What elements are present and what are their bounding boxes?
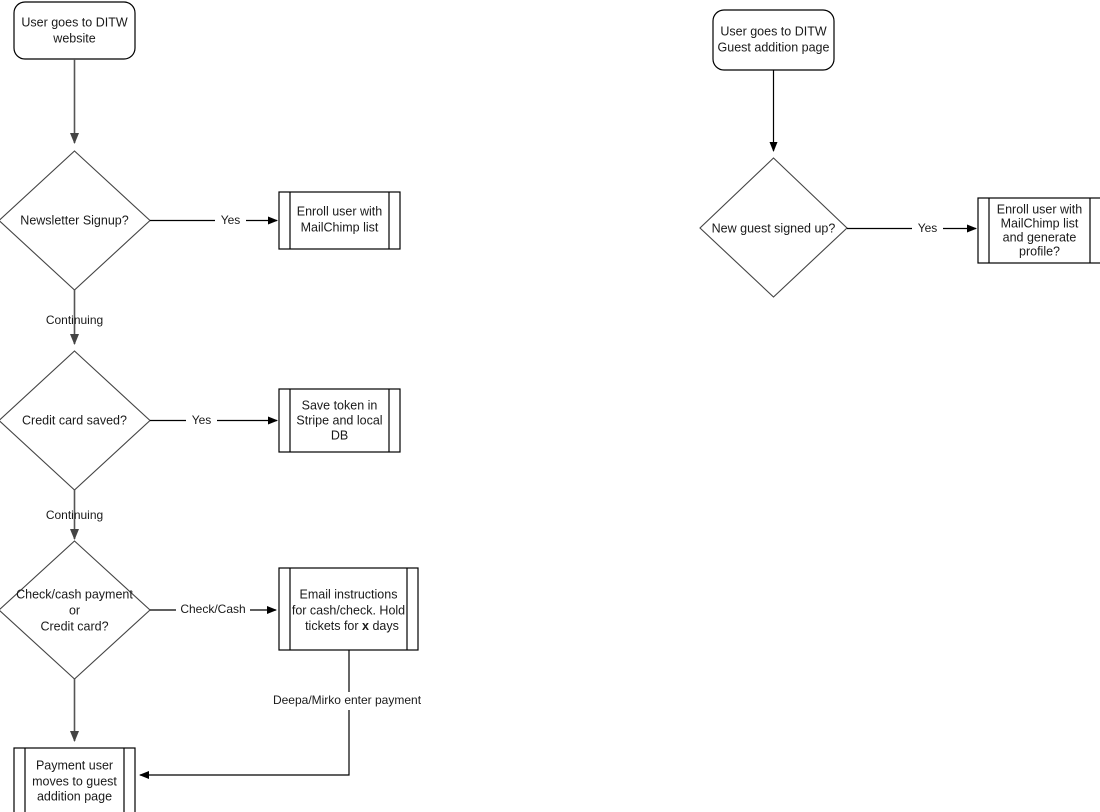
credit-card-yes-label: Yes <box>192 413 212 427</box>
start-website-line-1: User goes to DITW <box>21 15 127 29</box>
enroll-guest-mailchimp-line-4: profile? <box>1019 244 1060 258</box>
payment-user-moves-shape <box>13 747 136 812</box>
edge-deepa-mirko <box>139 650 350 779</box>
deepa-mirko-label-bg <box>268 692 427 710</box>
credit-card-continuing-label: Continuing <box>46 508 103 522</box>
email-instructions-line-3-post: days <box>369 619 399 633</box>
enroll-guest-mailchimp-line-2: MailChimp list <box>1001 216 1079 230</box>
enroll-mailchimp-line-1: Enroll user with <box>297 204 382 218</box>
payment-check-cash-label: Check/Cash <box>180 602 245 616</box>
newsletter-decision-label: Newsletter Signup? <box>20 213 128 227</box>
credit-card-decision-label: Credit card saved? <box>22 413 127 427</box>
deepa-mirko-label: Deepa/Mirko enter payment <box>273 693 422 707</box>
email-instructions-line-2: for cash/check. Hold <box>292 603 405 617</box>
email-instructions-hold-days-variable: x <box>362 619 369 633</box>
start-website-line-2: website <box>52 31 95 45</box>
enroll-guest-mailchimp-line-1: Enroll user with <box>997 202 1082 216</box>
enroll-mailchimp-line-2: MailChimp list <box>301 220 379 234</box>
enroll-guest-mailchimp-line-3: and generate <box>1003 230 1077 244</box>
enroll-guest-mailchimp-shape <box>977 197 1100 264</box>
enroll-mailchimp-shape <box>278 191 401 250</box>
node-enroll-guest-mailchimp[interactable]: Enroll user with MailChimp list and gene… <box>977 197 1100 264</box>
node-new-guest-decision[interactable]: New guest signed up? <box>699 157 848 298</box>
newsletter-yes-label: Yes <box>221 213 241 227</box>
start-guest-page-line-2: Guest addition page <box>718 40 830 54</box>
payment-user-moves-line-2: moves to guest <box>32 774 117 788</box>
node-payment-method-decision[interactable]: Check/cash payment or Credit card? <box>0 540 151 680</box>
payment-check-cash-label-bg <box>176 601 250 618</box>
node-email-instructions[interactable]: Email instructions for cash/check. Hold … <box>274 567 423 651</box>
payment-method-line-3: Credit card? <box>40 619 108 633</box>
node-credit-card-decision[interactable]: Credit card saved? <box>0 350 151 491</box>
email-instructions-line-3-pre: tickets for <box>305 619 362 633</box>
save-token-line-1: Save token in <box>302 398 378 412</box>
newsletter-yes-label-bg <box>215 212 246 229</box>
save-token-shape <box>278 388 401 453</box>
node-start-website[interactable]: User goes to DITW website <box>13 1 136 60</box>
new-guest-yes-label: Yes <box>918 221 938 235</box>
start-guest-page-line-1: User goes to DITW <box>720 24 826 38</box>
new-guest-decision-label: New guest signed up? <box>712 221 836 235</box>
payment-user-moves-line-1: Payment user <box>36 758 113 772</box>
node-newsletter-decision[interactable]: Newsletter Signup? <box>0 150 151 291</box>
email-instructions-line-1: Email instructions <box>300 587 398 601</box>
node-enroll-mailchimp[interactable]: Enroll user with MailChimp list <box>278 191 401 250</box>
email-instructions-shape <box>278 567 419 651</box>
payment-method-line-2: or <box>69 603 80 617</box>
payment-user-moves-line-3: addition page <box>37 789 112 803</box>
node-save-token[interactable]: Save token in Stripe and local DB <box>278 388 401 453</box>
email-instructions-line-3: tickets for x days <box>274 619 423 633</box>
new-guest-decision-shape <box>699 157 848 298</box>
newsletter-continuing-label: Continuing <box>46 313 103 327</box>
node-payment-user-moves[interactable]: Payment user moves to guest addition pag… <box>13 747 136 812</box>
save-token-line-2: Stripe and local <box>296 413 382 427</box>
save-token-line-3: DB <box>331 428 348 442</box>
credit-card-yes-label-bg <box>186 412 217 429</box>
new-guest-yes-label-bg <box>912 220 943 237</box>
node-start-guest-page[interactable]: User goes to DITW Guest addition page <box>712 9 835 71</box>
payment-method-line-1: Check/cash payment <box>16 587 133 601</box>
